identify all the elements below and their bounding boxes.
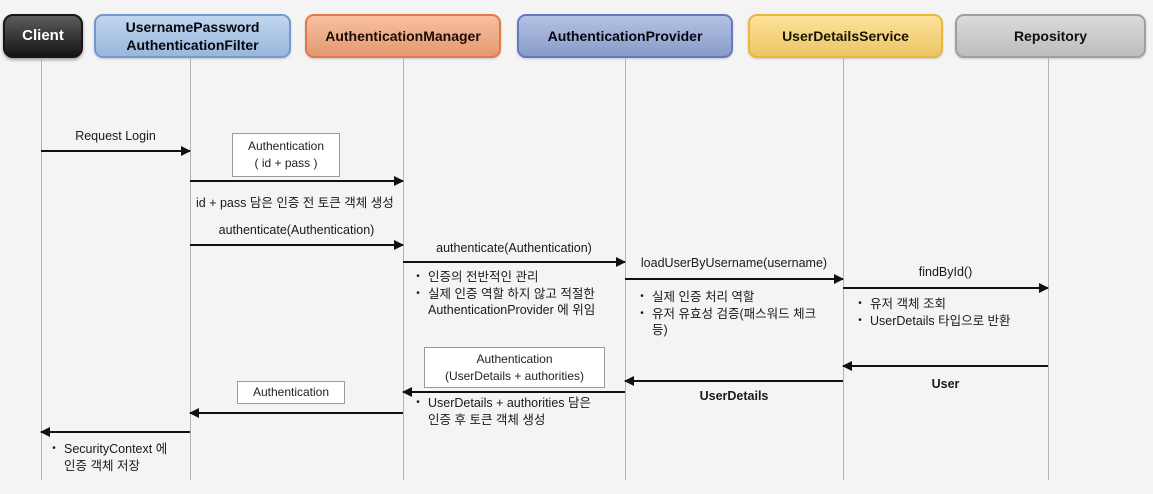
annotation-line: 인증 후 토큰 객체 생성 bbox=[428, 412, 546, 427]
label-authenticate-2: authenticate(Authentication) bbox=[436, 241, 592, 255]
annotation-line: 유저 유효성 검증(패스워드 체크 bbox=[632, 306, 816, 323]
annotation-security-context: SecurityContext 에 인증 객체 저장 bbox=[44, 441, 167, 474]
note-auth-post-line1: Authentication bbox=[476, 351, 553, 366]
actor-repo-label: Repository bbox=[1013, 28, 1088, 44]
note-authentication-id-pass: Authentication ( id + pass ) bbox=[232, 133, 340, 177]
lifeline-filter bbox=[190, 58, 191, 480]
annotation-post-token: UserDetails + authorities 담은 인증 후 토큰 객체 … bbox=[408, 395, 591, 428]
annotation-line: 인증 객체 저장 bbox=[64, 458, 140, 473]
arrow-return-to-filter bbox=[189, 408, 403, 418]
arrow-return-user-details bbox=[624, 376, 843, 386]
note-authentication-label: Authentication bbox=[252, 385, 330, 399]
lifeline-manager bbox=[403, 58, 404, 480]
annotation-line: 인증의 전반적인 관리 bbox=[408, 269, 595, 286]
note-authentication-id-pass-line2: ( id + pass ) bbox=[254, 156, 318, 170]
label-create-pre-token: id + pass 담은 인증 전 토큰 객체 생성 bbox=[196, 196, 394, 210]
actor-client: Client bbox=[3, 14, 83, 58]
label-return-user-details: UserDetails bbox=[699, 389, 769, 403]
actor-filter-label-line1: UsernamePassword bbox=[125, 19, 260, 35]
annotation-line: AuthenticationProvider 에 위임 bbox=[428, 303, 596, 317]
label-find-by-id: findById() bbox=[918, 265, 973, 279]
arrow-return-to-client bbox=[40, 427, 190, 437]
annotation-manager: 인증의 전반적인 관리 실제 인증 역할 하지 않고 적절한 Authentic… bbox=[408, 269, 595, 319]
note-authentication-userdetails-authorities: Authentication (UserDetails + authoritie… bbox=[424, 347, 605, 388]
annotation-line: UserDetails + authorities 담은 bbox=[408, 395, 591, 412]
actor-manager-label: AuthenticationManager bbox=[325, 28, 481, 44]
annotation-uds: 유저 객체 조회 UserDetails 타입으로 반환 bbox=[850, 296, 1011, 329]
note-authentication: Authentication bbox=[237, 381, 345, 404]
actor-authentication-provider: AuthenticationProvider bbox=[517, 14, 733, 58]
lifeline-client bbox=[41, 58, 42, 480]
actor-user-details-service: UserDetailsService bbox=[748, 14, 943, 58]
annotation-line: 실제 인증 역할 하지 않고 적절한 bbox=[408, 286, 595, 303]
label-authenticate-1: authenticate(Authentication) bbox=[218, 223, 375, 237]
annotation-provider: 실제 인증 처리 역할 유저 유효성 검증(패스워드 체크 등) bbox=[632, 289, 816, 339]
label-return-user: User bbox=[931, 377, 960, 391]
actor-provider-label: AuthenticationProvider bbox=[547, 28, 703, 44]
annotation-line: UserDetails 타입으로 반환 bbox=[850, 313, 1011, 330]
arrow-return-user bbox=[842, 361, 1048, 371]
annotation-line: 유저 객체 조회 bbox=[850, 296, 1011, 313]
actor-username-password-authentication-filter: UsernamePassword AuthenticationFilter bbox=[94, 14, 291, 58]
arrow-return-authentication bbox=[402, 387, 625, 397]
actor-authentication-manager: AuthenticationManager bbox=[305, 14, 501, 58]
actor-uds-label: UserDetailsService bbox=[782, 28, 909, 44]
actor-filter-label-line2: AuthenticationFilter bbox=[126, 37, 259, 53]
arrow-create-pre-token bbox=[190, 176, 404, 186]
lifeline-provider bbox=[625, 58, 626, 480]
arrow-load-user-by-username bbox=[625, 274, 844, 284]
actor-client-label: Client bbox=[22, 27, 64, 44]
arrow-find-by-id bbox=[843, 283, 1049, 293]
arrow-authenticate-manager-to-provider bbox=[403, 257, 626, 267]
lifeline-repository bbox=[1048, 58, 1049, 480]
label-load-user-by-username: loadUserByUsername(username) bbox=[640, 256, 828, 270]
annotation-line: 등) bbox=[652, 323, 668, 337]
note-authentication-id-pass-line1: Authentication bbox=[247, 139, 325, 153]
arrow-request-login bbox=[41, 146, 191, 156]
lifeline-uds bbox=[843, 58, 844, 480]
annotation-line: SecurityContext 에 bbox=[44, 441, 167, 458]
actor-repository: Repository bbox=[955, 14, 1146, 58]
note-auth-post-line2: (UserDetails + authorities) bbox=[444, 368, 585, 383]
annotation-line: 실제 인증 처리 역할 bbox=[632, 289, 816, 306]
arrow-authenticate-filter-to-manager bbox=[190, 240, 404, 250]
label-request-login: Request Login bbox=[75, 129, 156, 143]
